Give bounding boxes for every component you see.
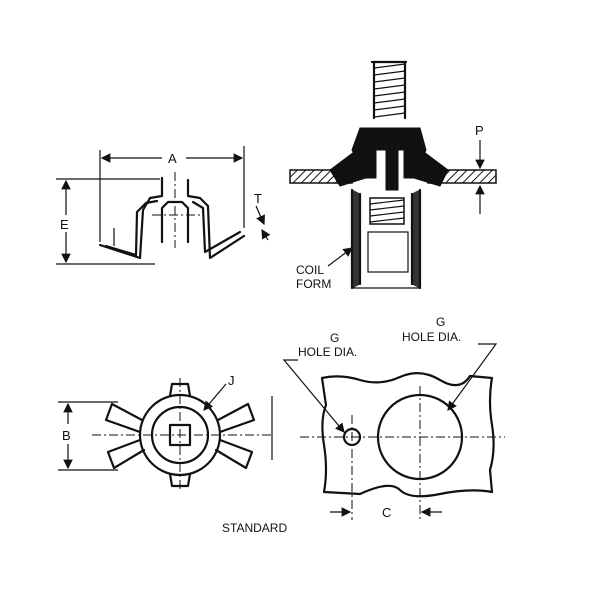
- screw-threads: [373, 63, 406, 118]
- clip-arm-left-upper: [104, 402, 144, 434]
- leader-g-large: [447, 343, 498, 411]
- clip-arm-right-lower: [214, 438, 254, 470]
- dimension-label-b: B: [62, 428, 71, 443]
- panel-hole-view: G HOLE DIA. G HOLE DIA. C: [282, 315, 505, 520]
- dimension-line-t: [261, 228, 271, 241]
- dimension-line-t: [255, 205, 265, 226]
- panel-outline: [320, 372, 495, 498]
- coil-label: COIL: [296, 263, 324, 277]
- core-slug: [367, 231, 409, 273]
- clip-tab-right: [413, 151, 449, 187]
- label-hole-dia-small: HOLE DIA.: [298, 345, 357, 359]
- clip-arm-right-upper: [216, 402, 256, 434]
- screw-lower: [369, 197, 405, 225]
- label-j: J: [228, 373, 235, 388]
- clip-tab-left: [329, 151, 367, 187]
- label-g-large: G: [436, 315, 445, 329]
- clip-section-center: [385, 149, 399, 191]
- dimension-label-e: E: [60, 217, 69, 232]
- leader-g-small: [282, 359, 345, 433]
- dimension-label-t: T: [254, 191, 262, 206]
- leader-j: [203, 383, 227, 411]
- caption-standard: STANDARD: [222, 521, 287, 535]
- clip-top-view: B J: [58, 373, 273, 492]
- clip-right-arm-inner: [191, 200, 242, 254]
- label-g-small: G: [330, 331, 339, 345]
- section-view: P COIL FORM: [289, 60, 497, 291]
- dimension-label-a: A: [168, 151, 177, 166]
- dimension-label-p: P: [475, 123, 484, 138]
- form-label: FORM: [296, 277, 331, 291]
- screw-lower-threads: [369, 199, 405, 223]
- clip-arm-left-lower: [106, 438, 146, 470]
- coil-form-hatch: [351, 189, 361, 289]
- clip-left-arm-inner: [104, 199, 159, 257]
- dimension-label-c: C: [382, 505, 391, 520]
- clip-center-hole: [168, 423, 192, 447]
- label-hole-dia-large: HOLE DIA.: [402, 330, 461, 344]
- clip-right-arm: [186, 178, 246, 260]
- coil-form-hatch: [411, 189, 421, 289]
- clip-side-view: A E T: [56, 146, 271, 265]
- coil-form-leader: [327, 247, 353, 267]
